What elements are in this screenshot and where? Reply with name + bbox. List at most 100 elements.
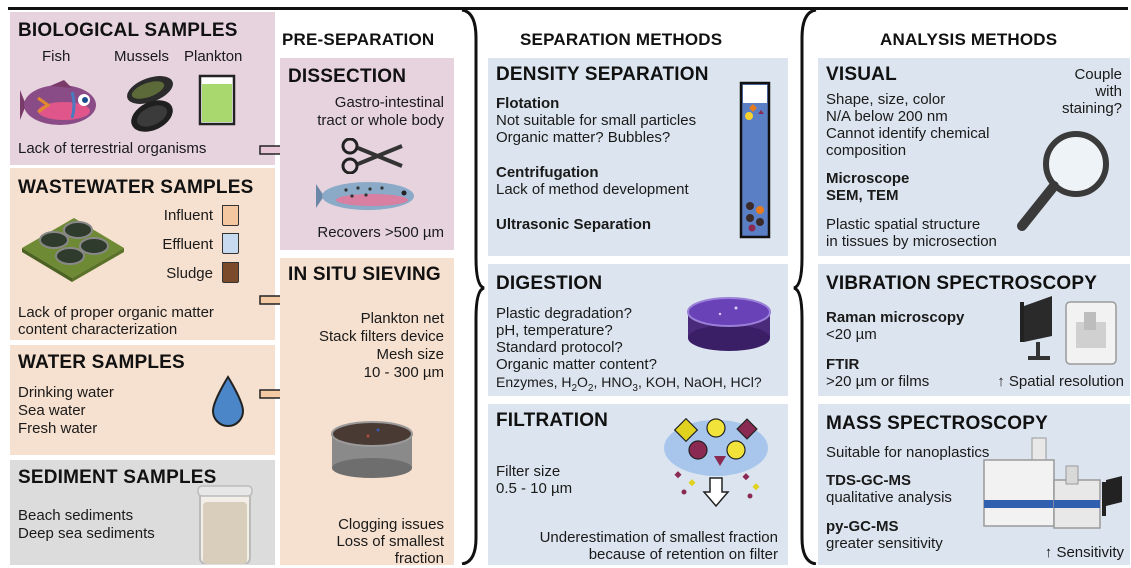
effluent-label: Effluent bbox=[162, 236, 213, 253]
separation-methods-header: SEPARATION METHODS bbox=[520, 30, 723, 49]
biological-samples-panel: BIOLOGICAL SAMPLES Fish Mussels Plankton… bbox=[10, 12, 275, 165]
sem-tem-label: SEM, TEM bbox=[826, 187, 899, 204]
trout-icon bbox=[316, 182, 414, 210]
bracket-right bbox=[793, 8, 817, 565]
sieving-line-4: 10 - 300 µm bbox=[363, 364, 444, 381]
wastewater-samples-panel: WASTEWATER SAMPLES Influent Effluent Slu… bbox=[10, 168, 275, 340]
filtration-line-2: 0.5 - 10 µm bbox=[496, 480, 573, 497]
sediment-item-beach: Beach sediments bbox=[18, 507, 134, 524]
water-drop-icon bbox=[211, 375, 245, 427]
influent-label: Influent bbox=[163, 207, 213, 224]
sensitivity-label: ↑ Sensitivity bbox=[1044, 544, 1124, 561]
dissection-line-1: Gastro-intestinal bbox=[334, 94, 444, 111]
filtration-title: FILTRATION bbox=[496, 410, 609, 431]
effluent-beaker-icon bbox=[222, 233, 239, 254]
mass-line-1: Suitable for nanoplastics bbox=[826, 444, 990, 461]
wastewater-note-1: Lack of proper organic matter bbox=[18, 304, 214, 321]
mussels-icon bbox=[127, 76, 173, 132]
dissection-recovers: Recovers >500 µm bbox=[317, 224, 444, 241]
vibration-title: VIBRATION SPECTROSCOPY bbox=[826, 273, 1098, 294]
sieving-line-2: Stack filters device bbox=[318, 328, 444, 345]
digestion-line-2: pH, temperature? bbox=[496, 322, 613, 339]
sieving-issue-3: fraction bbox=[394, 550, 444, 567]
water-title: WATER SAMPLES bbox=[18, 352, 185, 373]
ftir-value: >20 µm or films bbox=[826, 373, 930, 390]
mass-title: MASS SPECTROSCOPY bbox=[826, 413, 1048, 434]
in-situ-sieving-panel: IN SITU SIEVING Plankton net Stack filte… bbox=[280, 258, 454, 567]
scissors-icon bbox=[341, 138, 403, 174]
dissection-panel: DISSECTION Gastro-intestinal tract or wh… bbox=[280, 58, 454, 250]
treatment-plant-icon bbox=[22, 218, 124, 282]
digestion-line-4: Organic matter content? bbox=[496, 356, 657, 373]
sediment-samples-panel: SEDIMENT SAMPLES Beach sediments Deep se… bbox=[10, 460, 275, 565]
py-gc-ms-value: greater sensitivity bbox=[826, 535, 943, 552]
sieving-issue-1: Clogging issues bbox=[338, 516, 444, 533]
raman-label: Raman microscopy bbox=[826, 309, 965, 326]
ftir-label: FTIR bbox=[826, 356, 860, 373]
visual-title: VISUAL bbox=[826, 64, 897, 85]
bracket-left bbox=[461, 8, 485, 565]
biological-note: Lack of terrestrial organisms bbox=[18, 140, 207, 157]
sediment-jar-icon bbox=[197, 485, 253, 564]
water-item-sea: Sea water bbox=[18, 402, 86, 419]
dissection-title: DISSECTION bbox=[288, 66, 407, 87]
visual-line-4: composition bbox=[826, 142, 907, 159]
raman-value: <20 µm bbox=[826, 326, 877, 343]
digestion-line-1: Plastic degradation? bbox=[496, 305, 632, 322]
petri-dish-icon bbox=[687, 297, 771, 351]
spatial-resolution-label: ↑ Spatial resolution bbox=[997, 373, 1124, 390]
density-title: DENSITY SEPARATION bbox=[496, 64, 709, 85]
sieving-line-3: Mesh size bbox=[376, 346, 444, 363]
water-item-fresh: Fresh water bbox=[18, 420, 98, 437]
sieving-issue-2: Loss of smallest bbox=[336, 533, 444, 550]
magnifying-glass-icon bbox=[1017, 131, 1109, 231]
sludge-label: Sludge bbox=[166, 265, 213, 282]
visual-line-2: N/A below 200 nm bbox=[826, 108, 948, 125]
visual-couple-1: Couple bbox=[1074, 66, 1122, 83]
mussels-label: Mussels bbox=[114, 48, 170, 65]
microscope-label: Microscope bbox=[826, 170, 910, 187]
centrifugation-label: Centrifugation bbox=[496, 164, 599, 181]
sieving-line-1: Plankton net bbox=[360, 310, 444, 327]
wastewater-note-2: content characterization bbox=[18, 321, 178, 338]
visual-couple-2: with bbox=[1095, 83, 1122, 100]
visual-couple-3: staining? bbox=[1061, 100, 1122, 117]
tds-gc-ms-value: qualitative analysis bbox=[826, 489, 952, 506]
water-item-drinking: Drinking water bbox=[18, 384, 114, 401]
filtration-bottom-2: because of retention on filter bbox=[588, 546, 778, 563]
biological-title: BIOLOGICAL SAMPLES bbox=[18, 20, 238, 41]
vibration-spectroscopy-panel: VIBRATION SPECTROSCOPY Raman microscopy … bbox=[818, 264, 1130, 396]
filtration-panel: FILTRATION Filter size 0.5 - 10 µm Under… bbox=[488, 404, 788, 565]
plankton-beaker-icon bbox=[198, 74, 236, 126]
sediment-title: SEDIMENT SAMPLES bbox=[18, 467, 217, 488]
digestion-line-3: Standard protocol? bbox=[496, 339, 623, 356]
sieve-icon bbox=[331, 421, 413, 478]
visual-line-1: Shape, size, color bbox=[826, 91, 946, 108]
filtration-line-1: Filter size bbox=[496, 463, 561, 480]
py-gc-ms-label: py-GC-MS bbox=[826, 518, 899, 535]
dissection-line-2: tract or whole body bbox=[317, 112, 444, 129]
wastewater-title: WASTEWATER SAMPLES bbox=[18, 177, 254, 198]
flotation-line-1: Not suitable for small particles bbox=[496, 112, 697, 129]
flotation-line-2: Organic matter? Bubbles? bbox=[496, 129, 671, 146]
visual-plastic-1: Plastic spatial structure bbox=[826, 216, 981, 233]
mass-spectrometer-icon bbox=[983, 437, 1122, 529]
centrifugation-line-1: Lack of method development bbox=[496, 181, 689, 198]
tds-gc-ms-label: TDS-GC-MS bbox=[826, 472, 911, 489]
sludge-beaker-icon bbox=[222, 262, 239, 283]
influent-beaker-icon bbox=[222, 205, 239, 226]
sieving-title: IN SITU SIEVING bbox=[288, 264, 441, 285]
visual-panel: VISUAL Couple with staining? Shape, size… bbox=[818, 58, 1130, 256]
filter-funnel-icon bbox=[664, 417, 768, 508]
digestion-panel: DIGESTION Plastic degradation? pH, tempe… bbox=[488, 264, 788, 396]
density-separation-panel: DENSITY SEPARATION Flotation Not suitabl… bbox=[488, 58, 788, 256]
mass-spectroscopy-panel: MASS SPECTROSCOPY Suitable for nanoplast… bbox=[818, 404, 1130, 565]
fish-icon bbox=[20, 80, 96, 125]
water-samples-panel: WATER SAMPLES Drinking water Sea water F… bbox=[10, 345, 275, 455]
analysis-methods-header: ANALYSIS METHODS bbox=[880, 30, 1058, 49]
flotation-label: Flotation bbox=[496, 95, 560, 112]
raman-microscope-icon bbox=[1020, 296, 1117, 365]
fish-label: Fish bbox=[42, 48, 71, 65]
filtration-bottom-1: Underestimation of smallest fraction bbox=[539, 529, 778, 546]
digestion-title: DIGESTION bbox=[496, 273, 603, 294]
